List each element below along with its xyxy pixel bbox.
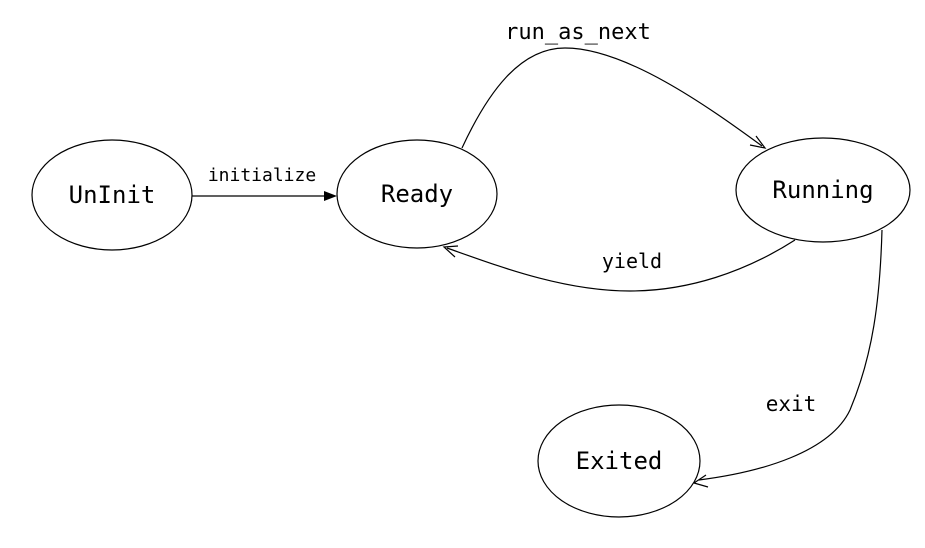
edge-exit: exit bbox=[692, 229, 883, 488]
edge-label-exit: exit bbox=[766, 392, 817, 416]
edge-label-yield: yield bbox=[602, 249, 662, 273]
state-node-ready: Ready bbox=[336, 139, 498, 249]
state-ellipse bbox=[336, 139, 498, 249]
edge-run-as-next: run_as_next bbox=[461, 20, 767, 149]
state-ellipse bbox=[735, 137, 911, 243]
state-node-uninit: UnInit bbox=[31, 139, 193, 251]
state-label: UnInit bbox=[69, 181, 156, 209]
arrow-head-icon bbox=[324, 191, 337, 201]
edge-exit-curve bbox=[698, 229, 883, 481]
edge-yield-curve bbox=[446, 239, 796, 292]
arrow-head-icon bbox=[749, 135, 767, 149]
state-label: Ready bbox=[381, 180, 453, 208]
state-ellipse bbox=[31, 139, 193, 251]
edge-initialize: initialize bbox=[192, 165, 337, 201]
edge-label-run-as-next: run_as_next bbox=[505, 20, 651, 45]
state-label: Running bbox=[772, 176, 873, 204]
edge-run-as-next-curve bbox=[461, 47, 763, 149]
state-ellipse bbox=[537, 404, 701, 518]
arrow-head-icon bbox=[442, 245, 459, 258]
state-node-exited: Exited bbox=[537, 404, 701, 518]
state-label: Exited bbox=[576, 447, 663, 475]
edge-label-initialize: initialize bbox=[208, 165, 316, 186]
state-node-running: Running bbox=[735, 137, 911, 243]
edge-yield: yield bbox=[442, 239, 796, 292]
